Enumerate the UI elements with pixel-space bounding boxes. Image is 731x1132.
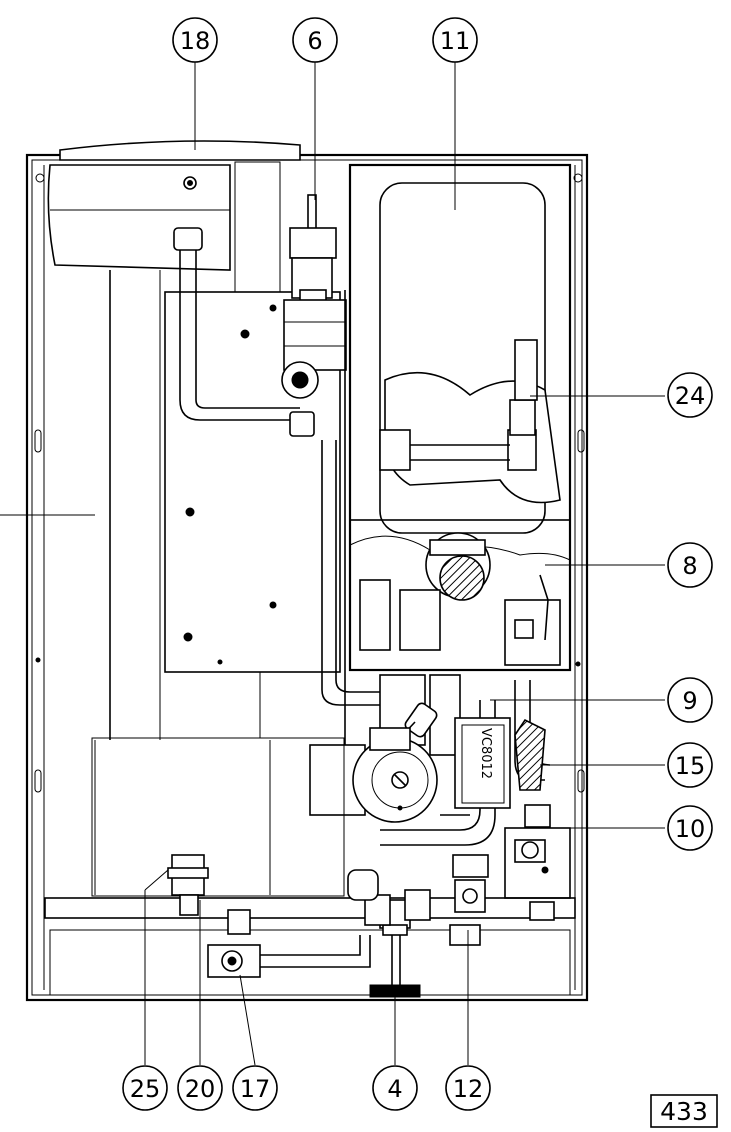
bottom-rail [44, 672, 576, 996]
callout-11-label: 11 [440, 27, 471, 55]
burner-assembly [359, 532, 665, 666]
expansion-vessel [47, 140, 301, 293]
callout-4: 4 [372, 1065, 418, 1111]
callout-11: 11 [432, 17, 478, 63]
gas-valve: VC8012 [454, 717, 665, 809]
expansion-pipe [173, 227, 315, 437]
callout-9: 9 [667, 677, 713, 723]
air-vent-assembly [281, 194, 347, 399]
callout-6-label: 6 [307, 27, 322, 55]
callout-15-label: 15 [675, 752, 706, 780]
callout-6: 6 [292, 17, 338, 63]
callout-24: 24 [667, 372, 713, 418]
figure-number: 433 [660, 1097, 708, 1126]
flow-pipe [321, 290, 380, 750]
callout-17: 17 [232, 1065, 278, 1111]
callout-25: 25 [122, 1065, 168, 1111]
leader-lines [144, 62, 469, 1066]
left-panel [0, 270, 341, 740]
callout-15: 15 [667, 742, 713, 788]
callout-12: 12 [445, 1065, 491, 1111]
callout-25-label: 25 [130, 1075, 161, 1103]
callout-18-label: 18 [180, 27, 211, 55]
callout-24-label: 24 [675, 382, 706, 410]
bottom-fittings [167, 854, 555, 998]
callout-20: 20 [177, 1065, 223, 1111]
callout-10: 10 [667, 805, 713, 851]
callout-18: 18 [172, 17, 218, 63]
gas-valve-label: VC8012 [478, 728, 493, 779]
callout-8-label: 8 [682, 552, 697, 580]
exchanger-tubes [379, 339, 665, 504]
circulation-pump [309, 727, 470, 823]
figure-number-box: 433 [650, 1094, 718, 1128]
heat-exchanger [348, 163, 572, 672]
callout-9-label: 9 [682, 687, 697, 715]
callout-8: 8 [667, 542, 713, 588]
callout-10-label: 10 [675, 815, 706, 843]
callout-20-label: 20 [185, 1075, 216, 1103]
callout-17-label: 17 [240, 1075, 271, 1103]
callout-4-label: 4 [387, 1075, 402, 1103]
diverter-valve [504, 804, 665, 899]
callout-12-label: 12 [453, 1075, 484, 1103]
